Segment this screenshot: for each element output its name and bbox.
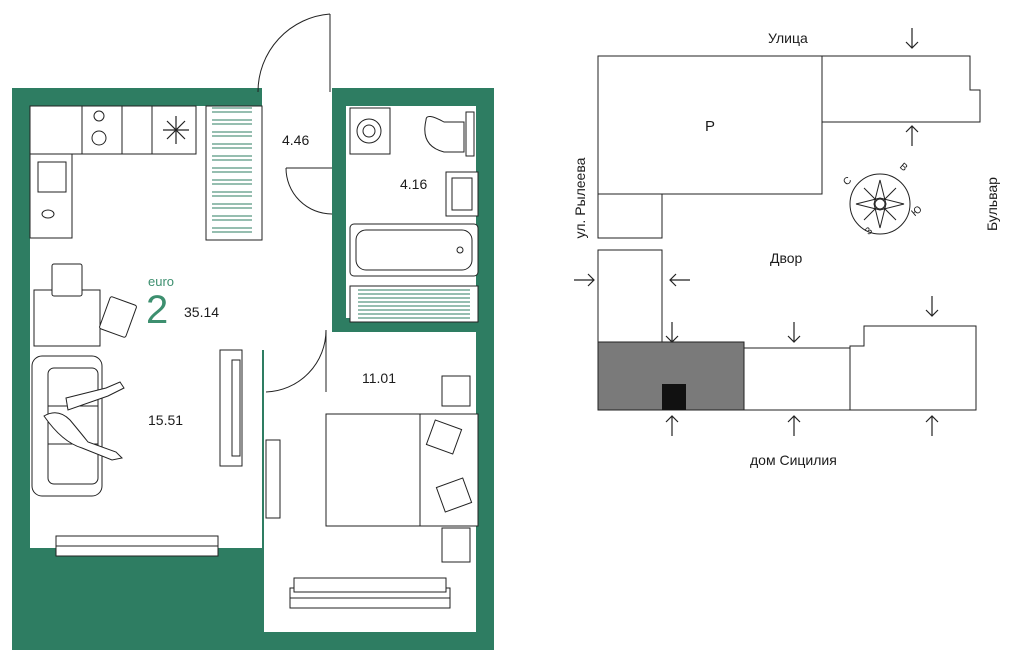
site-plan [597,55,981,411]
windows [55,535,451,609]
tv-unit [219,349,281,519]
total-area: 35.14 [184,304,220,320]
courtyard-label: Двор [770,250,803,266]
entrance-arrows [574,28,939,436]
top-right-building [821,55,981,123]
bedroom-area: 11.01 [362,370,396,386]
kitchen-living-area: 15.51 [148,412,184,428]
bathroom-area: 4.16 [400,176,428,192]
compass-icon [849,173,911,235]
sofa [31,355,125,497]
bathroom-fixtures [349,107,479,323]
room-count: 2 [146,288,169,332]
street-top-label: Улица [768,30,808,46]
building-bottom-label: дом Сицилия [750,452,837,468]
parking-mark: P [705,118,716,135]
bed [325,375,479,563]
kitchen-set [29,105,263,241]
dining-set [33,263,137,347]
street-left-label: ул. Рылеева [572,157,588,239]
series-label: euro [148,274,175,289]
street-right-label: Бульвар [984,177,1000,231]
hall-area: 4.46 [282,132,310,148]
apartment-marker [662,384,686,410]
snowflake-icon [163,116,189,144]
doors [257,13,333,393]
parking-building [597,55,823,195]
